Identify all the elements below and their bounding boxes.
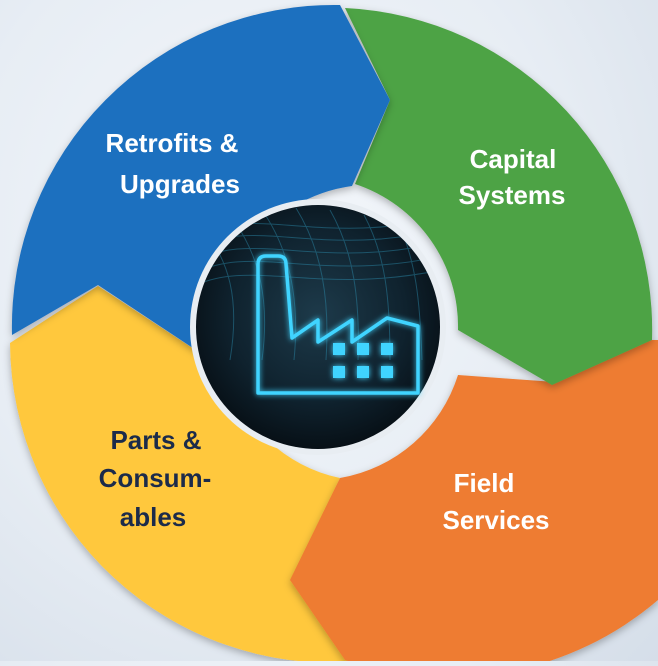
label-parts-line-2: Consum- — [99, 463, 212, 493]
factory-windows — [333, 343, 393, 378]
segment-parts-consumables — [10, 286, 355, 663]
segment-retrofits-upgrades — [11, 4, 390, 371]
factory-outline — [256, 254, 420, 395]
segment-capital-systems — [345, 8, 653, 385]
label-capital-systems: Capital Systems — [459, 144, 566, 210]
factory-window — [381, 343, 393, 355]
label-field-line-2: Services — [443, 505, 550, 535]
label-parts-line-3: ables — [120, 502, 187, 532]
factory-icon — [256, 254, 420, 395]
factory-window — [357, 366, 369, 378]
label-capital-line-1: Capital — [470, 144, 557, 174]
factory-window — [357, 343, 369, 355]
label-capital-line-2: Systems — [459, 180, 566, 210]
factory-window — [381, 366, 393, 378]
label-retrofits-upgrades: Retrofits & Upgrades — [106, 128, 240, 199]
label-field-line-1: Field — [454, 468, 515, 498]
label-retrofits-line-2: Upgrades — [120, 169, 240, 199]
label-parts-consumables: Parts & Consum- ables — [99, 425, 212, 532]
center-hub — [190, 199, 446, 455]
segment-field-services — [290, 340, 658, 666]
factory-window — [333, 366, 345, 378]
factory-window — [333, 343, 345, 355]
label-retrofits-line-1: Retrofits & — [106, 128, 239, 158]
label-field-services: Field Services — [443, 468, 550, 535]
label-parts-line-1: Parts & — [110, 425, 201, 455]
